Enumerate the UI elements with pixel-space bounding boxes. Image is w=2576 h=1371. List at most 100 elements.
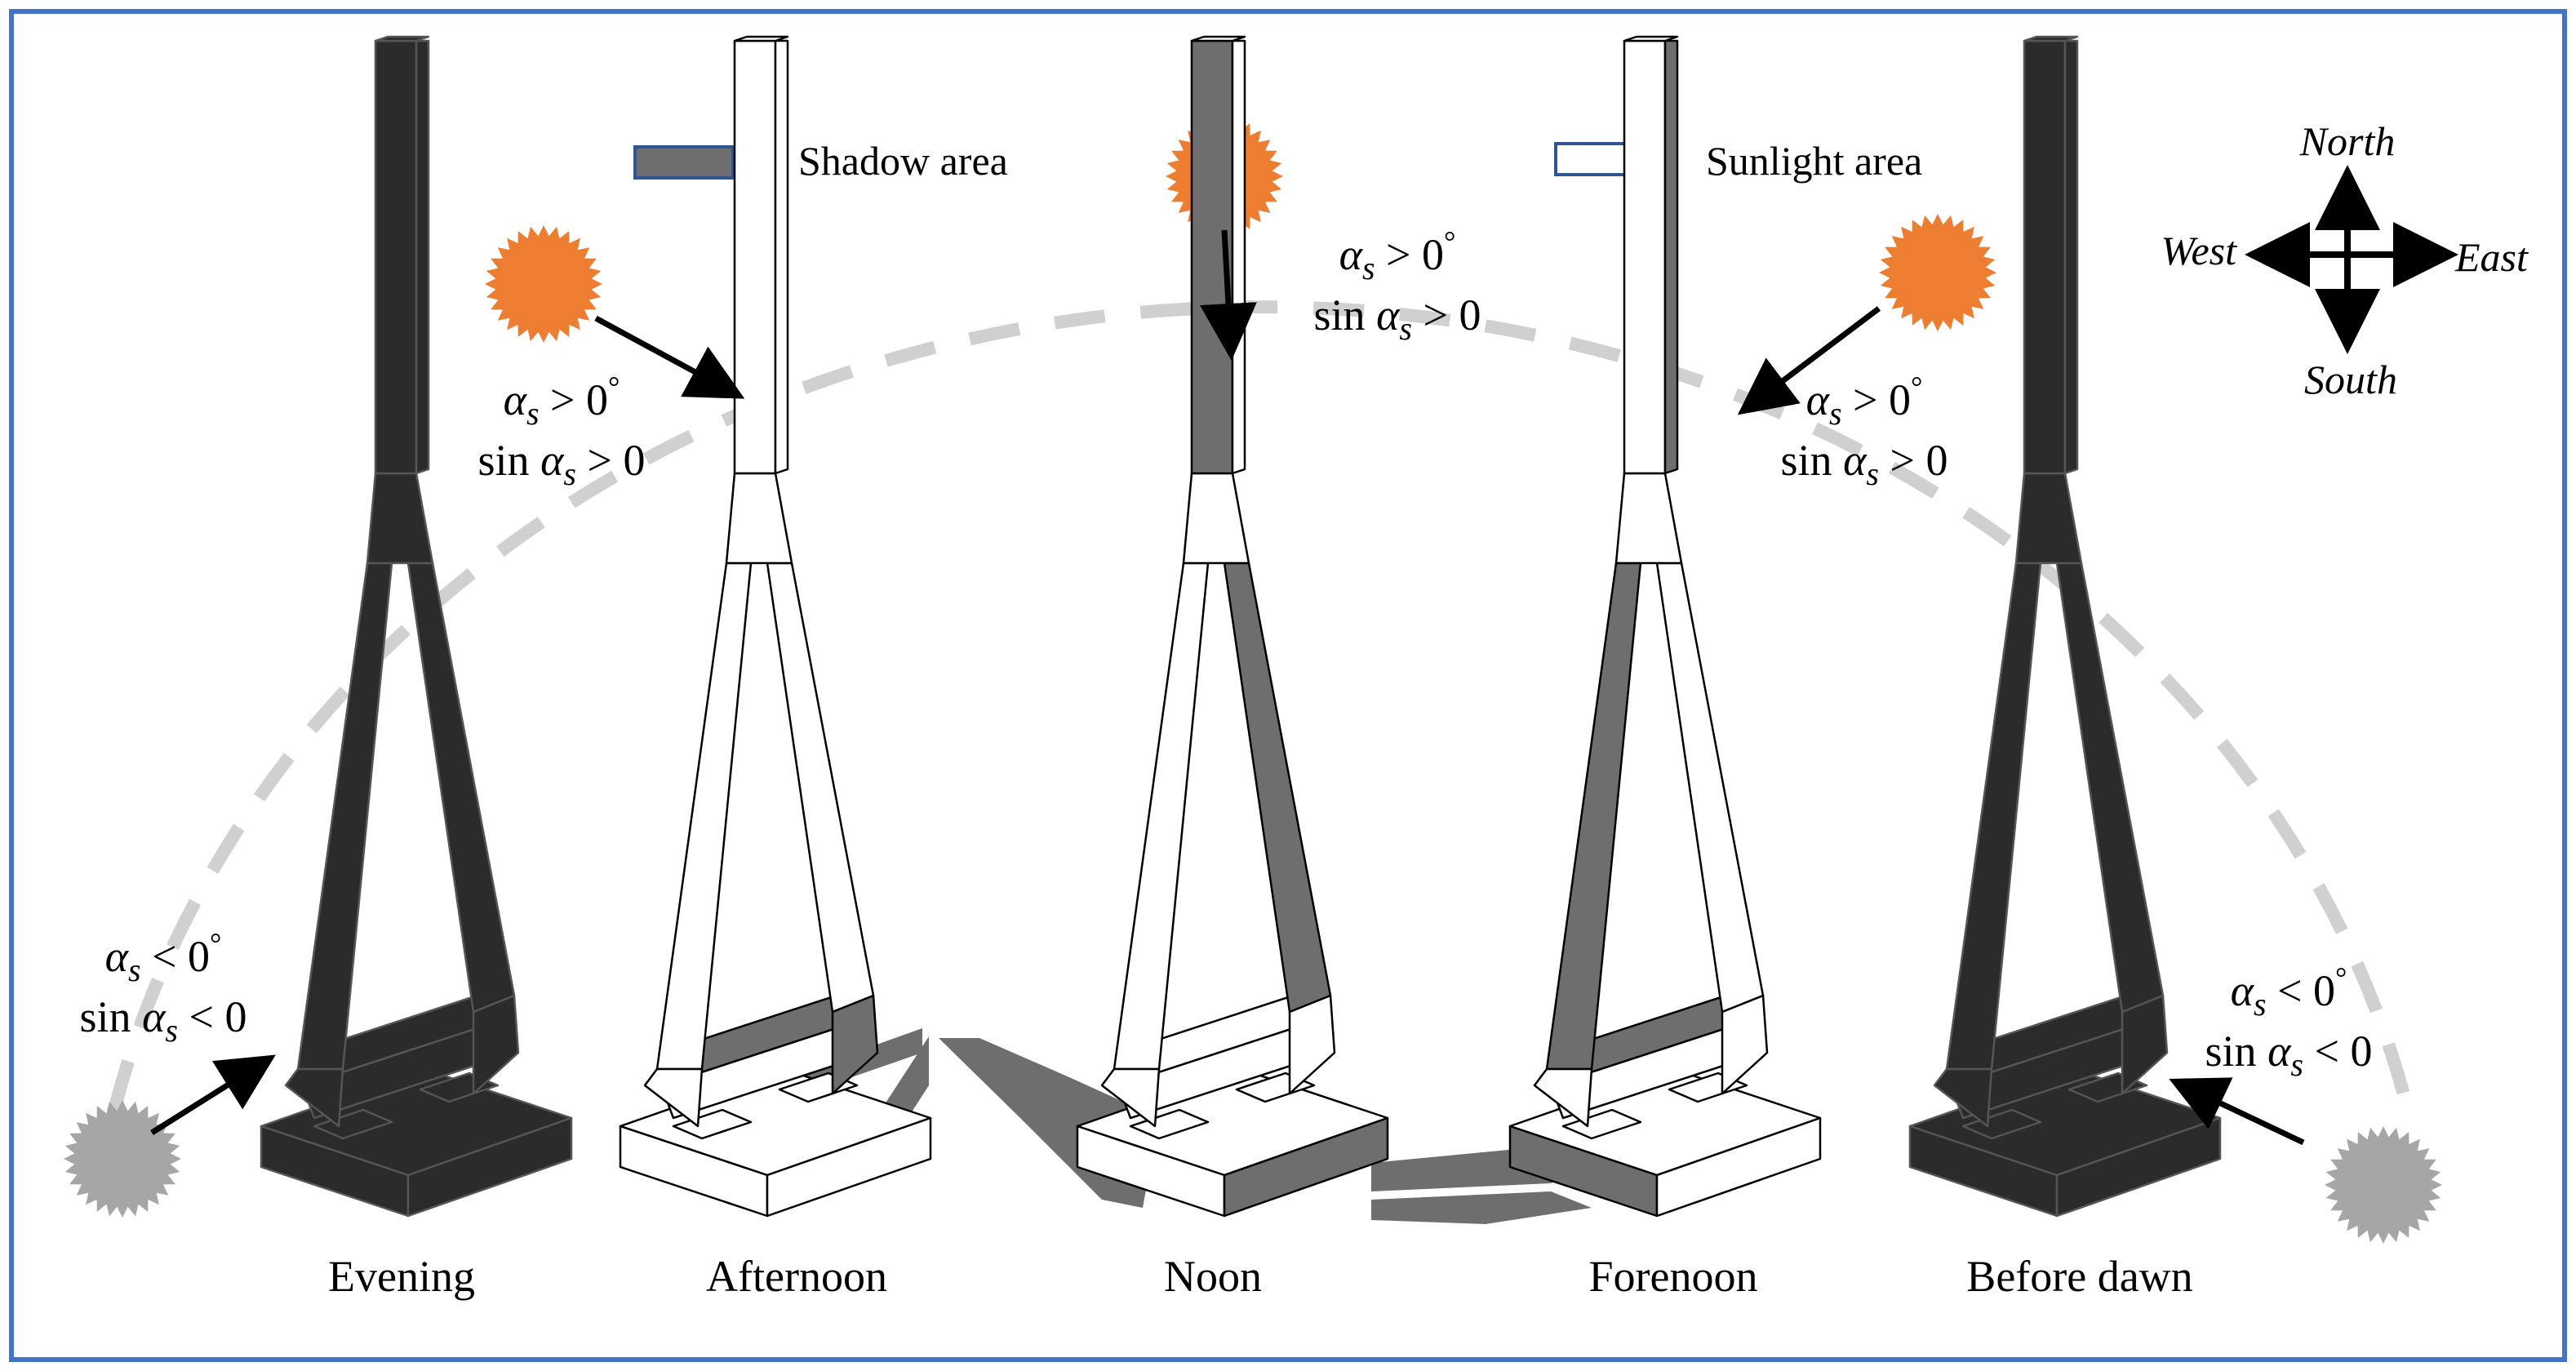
sun-night-icon [64,1100,181,1218]
tower-noon-base-side [1223,1116,1389,1218]
shadow-legend-label: Shadow area [798,138,1008,184]
tower-evening-base-side [406,1116,573,1218]
alpha-condition-forenoon: αs > 0° [1806,370,1923,432]
compass-south-label: South [2304,357,2397,402]
annotation-forenoon: αs > 0°sin αs > 0 [1781,370,1948,492]
sun-before-dawn [2325,1126,2442,1244]
sun-afternoon [485,225,602,343]
tower-evening-mast [374,39,418,475]
tower-before-dawn-mast [2023,39,2067,475]
tower-afternoon-mast-side [774,39,789,475]
sun-day-icon [1879,214,1996,331]
tower-forenoon-mast-top [1623,35,1679,42]
tower-afternoon [619,35,932,1218]
tower-afternoon-leg-right2 [831,994,879,1095]
tower-forenoon-foot [1561,1108,1642,1140]
angle-annotations: αs < 0°sin αs < 0αs > 0°sin αs > 0αs > 0… [80,225,2373,1083]
annotation-afternoon: αs > 0°sin αs > 0 [478,370,646,492]
tower-afternoon-leg-left [655,561,753,1071]
tower-before-dawn-leg-right2 [2121,994,2169,1095]
sin-condition-noon: sin αs > 0 [1314,291,1481,347]
tower-afternoon-mast-top [733,35,789,42]
compass-west-label: West [2161,228,2237,273]
tower-noon-mast-side [1231,39,1246,475]
tower-forenoon [1508,35,1822,1218]
tower-forenoon-leg-right [1655,561,1765,1014]
tower-forenoon-junction [1614,472,1683,565]
sunlight-legend-label: Sunlight area [1706,138,1922,184]
sin-condition-forenoon: sin αs > 0 [1781,436,1948,492]
sun-forenoon [1879,214,1996,331]
ray-noon [1199,229,1257,361]
tower-afternoon-leg-left2 [643,1067,704,1128]
sin-condition-evening: sin αs < 0 [80,992,247,1049]
ray-before-dawn [2169,1077,2305,1146]
towers [260,35,2222,1218]
tower-label-noon: Noon [1164,1252,1262,1301]
tower-forenoon-leg-left [1545,561,1642,1071]
sin-condition-before-dawn: sin αs < 0 [2205,1027,2373,1083]
sun-night-icon [2325,1126,2442,1244]
alpha-condition-before-dawn: αs < 0° [2231,961,2347,1023]
compass: North South West East [2161,118,2529,402]
tower-noon-junction [1182,472,1250,565]
tower-evening-mast-side [415,39,430,475]
tower-afternoon-mast [733,39,777,475]
tower-label-afternoon: Afternoon [706,1252,887,1301]
tower-evening [260,35,573,1218]
sun-day-icon [485,225,602,343]
tower-evening-leg-right2 [472,994,520,1095]
tower-noon-leg-left2 [1100,1067,1161,1128]
tower-noon-leg-right [1223,561,1332,1014]
tower-forenoon-mast-side [1663,39,1679,475]
tower-afternoon-foot [672,1108,753,1140]
tower-noon-leg-left [1113,561,1210,1071]
tower-forenoon-base-side [1655,1116,1822,1218]
tower-forenoon-leg-left2 [1533,1067,1593,1128]
tower-noon-leg-right2 [1288,994,1336,1095]
tower-evening-mast-top [374,35,430,42]
annotation-noon: αs > 0°sin αs > 0 [1314,225,1481,347]
tower-forenoon-leg-right2 [1721,994,1769,1095]
tower-before-dawn-leg-left2 [1933,1067,1993,1128]
ray-afternoon [594,315,745,399]
annotation-before-dawn: αs < 0°sin αs < 0 [2205,961,2373,1083]
tower-evening-junction [366,472,434,565]
tower-before-dawn-leg-left [1945,561,2042,1071]
compass-east-label: East [2454,234,2529,280]
tower-evening-leg-right [406,561,516,1014]
tower-before-dawn-foot [1961,1108,2042,1140]
alpha-condition-evening: αs < 0° [105,927,222,988]
tower-before-dawn [1908,35,2222,1218]
sun-path-arc [108,300,2414,1112]
tower-before-dawn-mast-top [2023,35,2079,42]
tower-before-dawn-junction [2014,472,2083,565]
tower-noon-foot [1129,1108,1210,1140]
ray-forenoon [1737,306,1881,415]
tower-evening-leg-left [296,561,393,1071]
compass-north-label: North [2299,118,2396,164]
tower-label-forenoon: Forenoon [1589,1252,1758,1301]
frame-border [9,9,2567,1362]
tower-label-evening: Evening [328,1252,475,1301]
tower-afternoon-leg-right [766,561,875,1014]
tower-labels: Evening Afternoon Noon Forenoon Before d… [328,1252,2193,1301]
tower-afternoon-junction [725,472,793,565]
annotation-evening: αs < 0°sin αs < 0 [80,927,247,1049]
tower-noon [1076,35,1389,1218]
tower-evening-leg-left2 [284,1067,344,1128]
tower-before-dawn-base-side [2055,1116,2222,1218]
tower-before-dawn-mast-side [2063,39,2079,475]
tower-label-before-dawn: Before dawn [1966,1252,2192,1301]
sin-condition-afternoon: sin αs > 0 [478,436,646,492]
tower-noon-mast-top [1190,35,1246,42]
forenoon-ground-shadow [1371,1191,1592,1224]
alpha-condition-afternoon: αs > 0° [504,370,620,432]
sun-evening [64,1100,181,1218]
tower-evening-foot [313,1108,393,1140]
sun-rays [150,229,2305,1146]
alpha-condition-noon: αs > 0° [1339,225,1456,286]
tower-forenoon-mast [1623,39,1667,475]
shadow-swatch [633,145,735,180]
